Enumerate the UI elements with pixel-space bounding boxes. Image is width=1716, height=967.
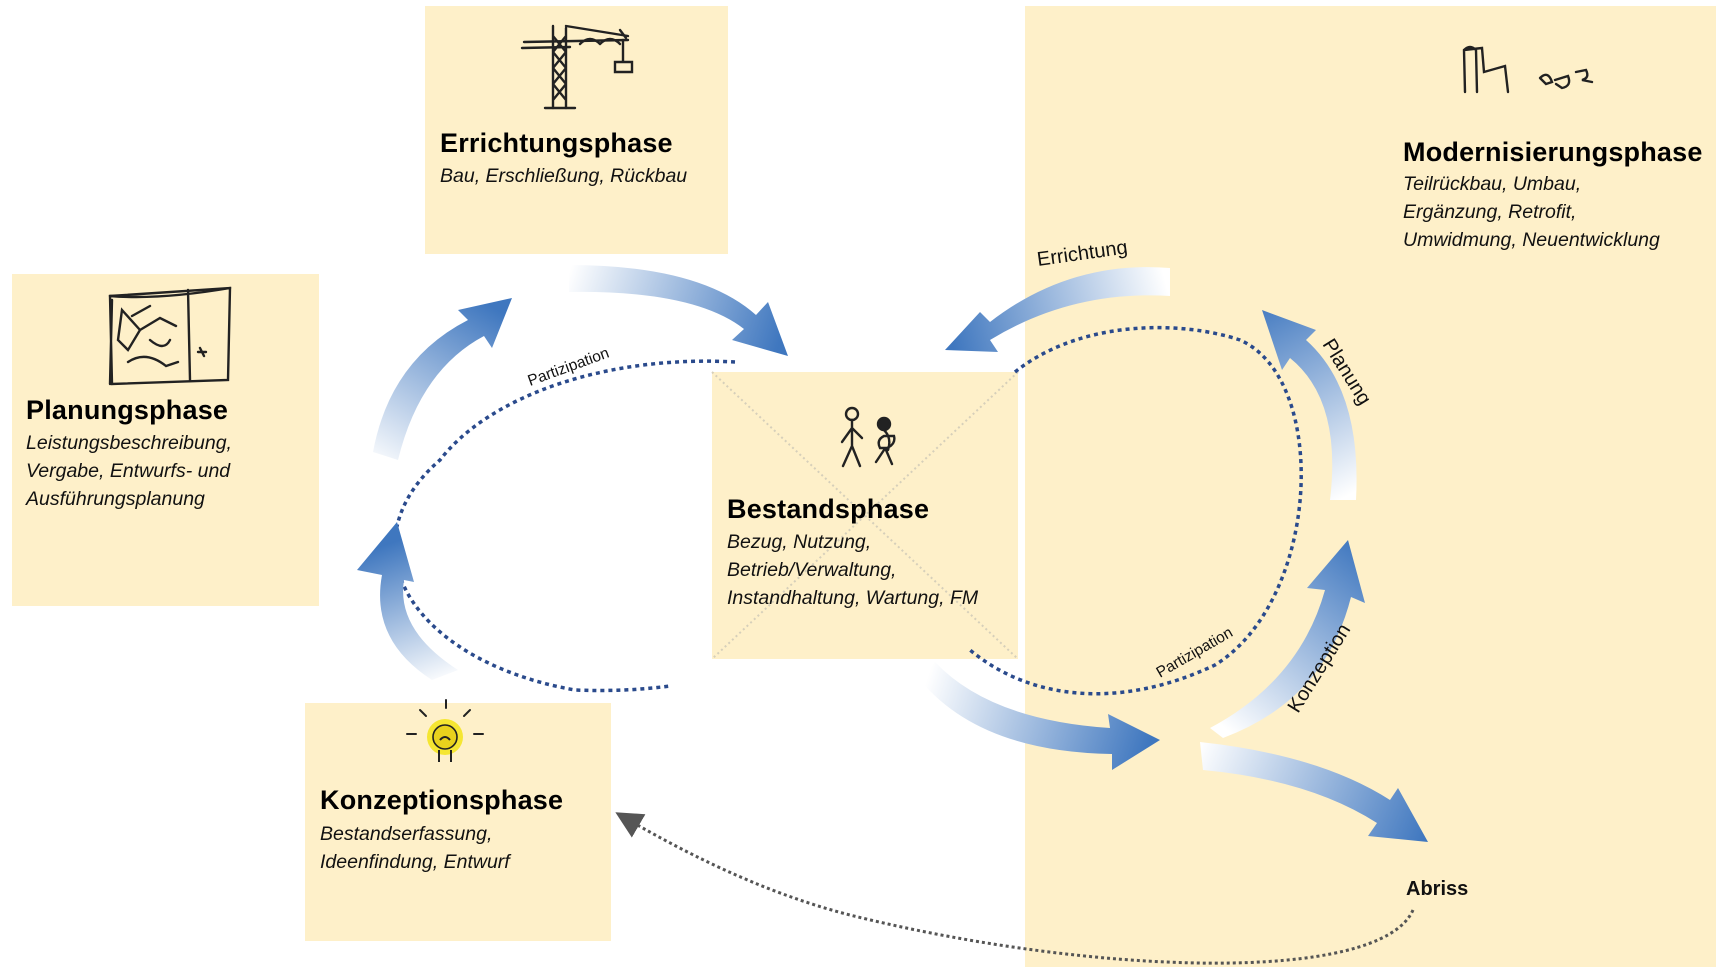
konzeption-to-planung-arrow xyxy=(357,522,458,680)
planung-right-arrow xyxy=(1262,310,1357,500)
errichtung-flow-label: Errichtung xyxy=(1036,236,1129,270)
partizipation-left-label: Partizipation xyxy=(526,345,612,390)
drawing-sketch-icon xyxy=(108,286,232,386)
lightbulb-sketch-icon xyxy=(406,699,484,762)
planungsphase-title: Planungsphase xyxy=(26,395,229,425)
errichtung-right-arrow xyxy=(945,267,1170,352)
planungsphase-description: Leistungsbeschreibung, Vergabe, Entwurfs… xyxy=(26,432,232,510)
errichtungsphase-title: Errichtungsphase xyxy=(440,128,673,158)
partizipation-right-label: Partizipation xyxy=(1154,624,1236,681)
konzeptionsphase-title: Konzeptionsphase xyxy=(320,785,564,815)
konzeptionsphase-description: Bestandserfassung, Ideenfindung, Entwurf xyxy=(320,823,510,873)
bestandsphase-box xyxy=(712,372,1018,659)
planung-to-errichtung-arrow xyxy=(373,298,512,460)
left-participation-loop xyxy=(393,359,736,693)
bestandsphase-title: Bestandsphase xyxy=(727,494,930,524)
right-participation-loop xyxy=(968,325,1303,696)
errichtungsphase-description: Bau, Erschließung, Rückbau xyxy=(440,165,688,187)
abriss-label: Abriss xyxy=(1406,878,1468,900)
abriss-arrow xyxy=(1200,742,1428,842)
bestand-outgoing-arrow xyxy=(920,662,1160,770)
planungsphase-box xyxy=(12,274,319,606)
people-sketch-icon xyxy=(840,406,896,468)
partial-building-sketch-icon xyxy=(1462,45,1594,94)
errichtung-to-bestand-arrow xyxy=(569,265,788,356)
konzeption-right-arrow xyxy=(1210,540,1365,738)
abriss-return-arrow xyxy=(615,812,1415,965)
errichtungsphase-box xyxy=(425,6,728,254)
bestandsphase-description: Bezug, Nutzung, Betrieb/Verwaltung, Inst… xyxy=(727,531,979,609)
modernisierungsphase-title: Modernisierungsphase xyxy=(1403,137,1703,167)
modernisierungsphase-description: Teilrückbau, Umbau, Ergänzung, Retrofit,… xyxy=(1403,173,1660,251)
crane-sketch-icon xyxy=(520,24,634,110)
